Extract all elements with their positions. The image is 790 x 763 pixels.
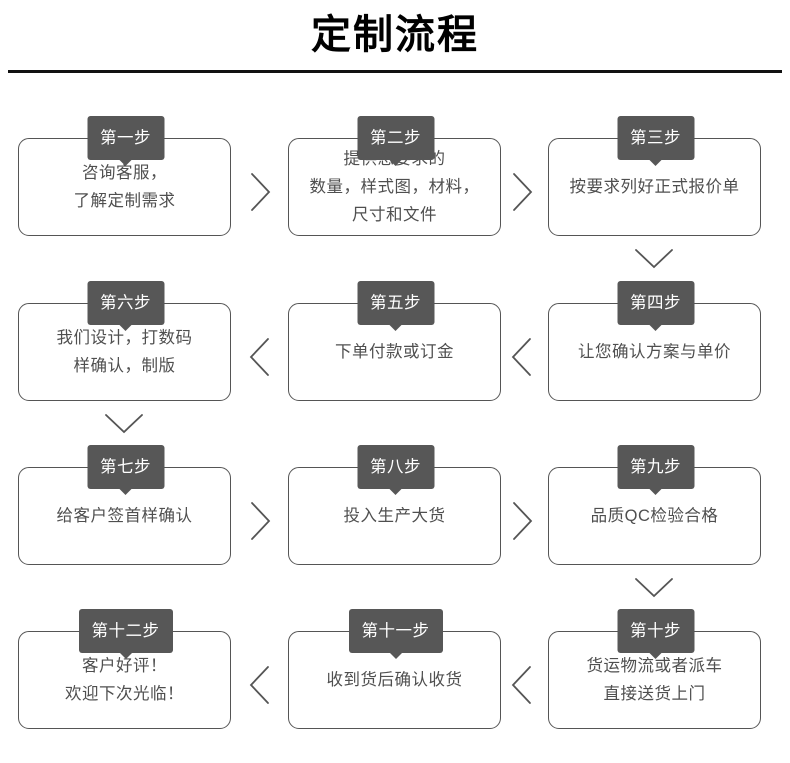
step-text-line: 数量，样式图，材料，	[309, 178, 480, 196]
step-text-line: 客户好评！	[82, 657, 167, 675]
badge-tail-icon	[118, 159, 133, 166]
flow-row-3: 给客户签首样确认 第七步 投入生产大货 第八步	[0, 435, 790, 599]
connector-chevron-right	[505, 493, 539, 549]
badge-tail-icon	[118, 488, 133, 495]
flow-step-4[interactable]: 让您确认方案与单价 第四步	[548, 281, 763, 403]
step-text-line: 让您确认方案与单价	[578, 343, 731, 361]
connector-chevron-left	[505, 329, 539, 385]
step-badge: 第七步	[87, 445, 164, 495]
badge-tail-icon	[388, 652, 403, 659]
flow-step-1[interactable]: 咨询客服， 了解定制需求 第一步	[18, 116, 233, 238]
step-badge: 第四步	[617, 281, 694, 331]
badge-tail-icon	[388, 159, 403, 166]
connector-chevron-right	[505, 164, 539, 220]
flow-step-7[interactable]: 给客户签首样确认 第七步	[18, 445, 233, 567]
step-box: 品质QC检验合格	[548, 467, 761, 565]
page-header: 定制流程	[0, 0, 790, 78]
flow-step-12[interactable]: 客户好评！ 欢迎下次光临！ 第十二步	[18, 609, 233, 731]
connector-chevron-left	[243, 657, 277, 713]
step-badge: 第九步	[617, 445, 694, 495]
step-text-line: 按要求列好正式报价单	[569, 178, 740, 196]
flow-row-4: 客户好评！ 欢迎下次光临！ 第十二步 收到货后确认收货 第十一步	[0, 599, 790, 763]
badge-tail-icon	[388, 324, 403, 331]
connector-chevron-right	[243, 164, 277, 220]
step-badge: 第十一步	[348, 609, 443, 659]
step-badge: 第二步	[357, 116, 434, 166]
step-text-line: 给客户签首样确认	[56, 507, 193, 525]
title-divider	[8, 70, 782, 73]
step-badge: 第一步	[87, 116, 164, 166]
badge-tail-icon	[648, 652, 663, 659]
flow-row-2: 我们设计，打数码 样确认，制版 第六步 下单付款或订金 第五步	[0, 271, 790, 435]
flow-step-8[interactable]: 投入生产大货 第八步	[288, 445, 503, 567]
step-badge: 第五步	[357, 281, 434, 331]
connector-chevron-down	[620, 242, 688, 276]
flow-step-3[interactable]: 按要求列好正式报价单 第三步	[548, 116, 763, 238]
badge-tail-icon	[648, 324, 663, 331]
step-box: 我们设计，打数码 样确认，制版	[18, 303, 231, 401]
flow-step-5[interactable]: 下单付款或订金 第五步	[288, 281, 503, 403]
step-text-line: 样确认，制版	[73, 357, 176, 375]
connector-chevron-left	[505, 657, 539, 713]
flow-step-6[interactable]: 我们设计，打数码 样确认，制版 第六步	[18, 281, 233, 403]
step-text-line: 下单付款或订金	[335, 343, 454, 361]
connector-chevron-right	[243, 493, 277, 549]
step-badge: 第六步	[87, 281, 164, 331]
badge-tail-icon	[118, 652, 133, 659]
step-text-line: 咨询客服，	[82, 164, 167, 182]
step-text-line: 欢迎下次光临！	[65, 685, 184, 703]
step-text-line: 我们设计，打数码	[56, 329, 193, 347]
step-badge: 第十二步	[78, 609, 173, 659]
flow-step-10[interactable]: 货运物流或者派车 直接送货上门 第十步	[548, 609, 763, 731]
step-text-line: 尺寸和文件	[352, 206, 437, 224]
step-badge: 第十步	[617, 609, 694, 659]
badge-tail-icon	[388, 488, 403, 495]
page-title: 定制流程	[311, 13, 479, 57]
flow-step-9[interactable]: 品质QC检验合格 第九步	[548, 445, 763, 567]
badge-tail-icon	[118, 324, 133, 331]
connector-chevron-left	[243, 329, 277, 385]
connector-chevron-down	[620, 571, 688, 605]
step-badge: 第八步	[357, 445, 434, 495]
step-text-line: 了解定制需求	[73, 192, 176, 210]
badge-tail-icon	[648, 488, 663, 495]
connector-chevron-down	[90, 407, 158, 441]
step-badge: 第三步	[617, 116, 694, 166]
flow-step-2[interactable]: 提供您要求的 数量，样式图，材料， 尺寸和文件 第二步	[288, 116, 503, 238]
step-text-line: 直接送货上门	[603, 685, 706, 703]
badge-tail-icon	[648, 159, 663, 166]
flow-step-11[interactable]: 收到货后确认收货 第十一步	[288, 609, 503, 731]
step-text-line: 货运物流或者派车	[586, 657, 723, 675]
step-text-line: 品质QC检验合格	[590, 507, 719, 525]
step-text-line: 投入生产大货	[343, 507, 446, 525]
process-flow: 咨询客服， 了解定制需求 第一步 提供您要求的 数量，样式图，材料， 尺寸和文件…	[0, 78, 790, 754]
step-text-line: 收到货后确认收货	[326, 671, 463, 689]
flow-row-1: 咨询客服， 了解定制需求 第一步 提供您要求的 数量，样式图，材料， 尺寸和文件…	[0, 106, 790, 270]
